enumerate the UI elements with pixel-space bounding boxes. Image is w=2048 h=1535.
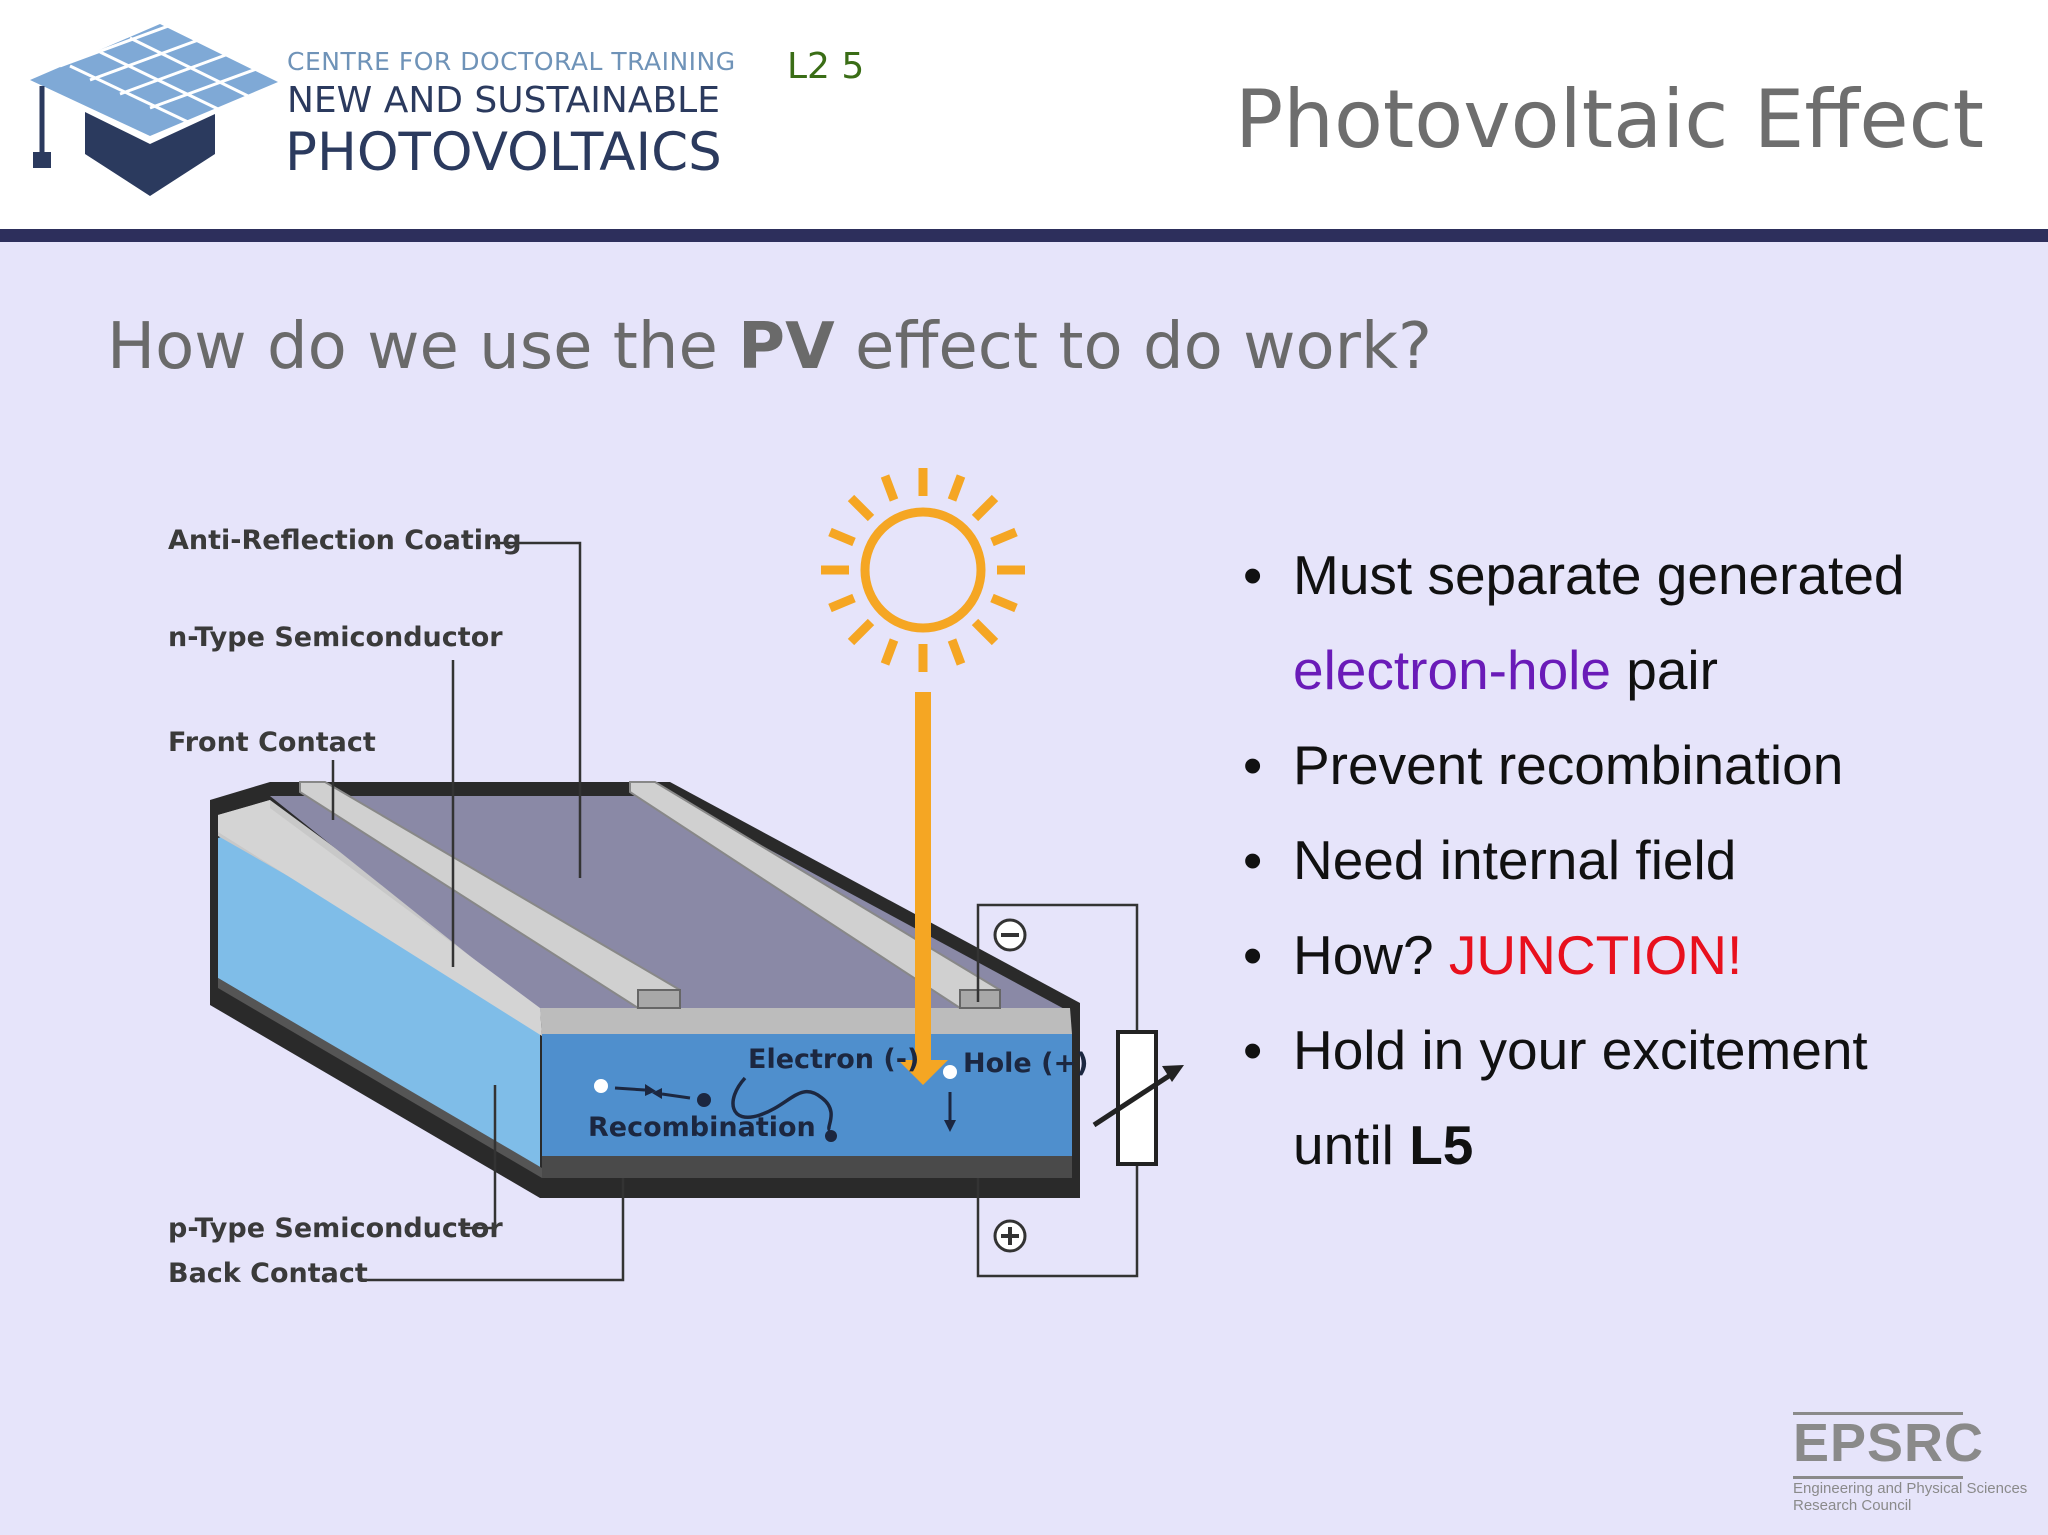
solar-panel-graduation-cap-icon — [30, 24, 278, 199]
hole-dot — [594, 1079, 608, 1093]
bullet-4-how: How? — [1293, 924, 1449, 986]
bullet-4-junction: JUNCTION! — [1449, 924, 1742, 986]
label-hole: Hole (+) — [963, 1048, 1088, 1079]
question-text-end: effect to do work? — [835, 310, 1432, 384]
header-divider — [0, 229, 2048, 242]
bullet-internal-field: Need internal field — [1243, 813, 2023, 908]
bullet-5-l5: L5 — [1409, 1114, 1473, 1176]
label-n-type-semiconductor: n-Type Semiconductor — [168, 622, 503, 653]
bullet-separate-pair: Must separate generated electron-hole pai… — [1243, 528, 2023, 718]
bullet-5-line1: Hold in your excitement — [1293, 1019, 1868, 1081]
bullet-hold-excitement: Hold in your excitement until L5 — [1243, 1003, 2023, 1193]
label-recombination: Recombination — [588, 1112, 816, 1143]
question-text-bold: PV — [738, 310, 834, 384]
logo-text-new-and-sustainable: NEW AND SUSTAINABLE — [287, 80, 720, 121]
variable-resistor-icon — [1094, 1032, 1184, 1164]
lecture-code: L2 5 — [787, 46, 864, 87]
epsrc-subtitle-line1: Engineering and Physical Sciences — [1793, 1480, 2027, 1497]
bullet-1-electron-hole: electron-hole — [1293, 639, 1611, 701]
minus-terminal-icon — [995, 920, 1025, 950]
logo-text-centre: CENTRE FOR DOCTORAL TRAINING — [287, 47, 736, 76]
bullet-1-pair: pair — [1611, 639, 1718, 701]
sun-icon — [821, 468, 1025, 672]
slide-question: How do we use the PV effect to do work? — [107, 310, 1432, 384]
label-back-contact: Back Contact — [168, 1258, 368, 1289]
label-anti-reflection-coating: Anti-Reflection Coating — [168, 525, 522, 556]
bullet-junction: How? JUNCTION! — [1243, 908, 2023, 1003]
logo-text-photovoltaics: PHOTOVOLTAICS — [285, 122, 722, 183]
solar-cell-diagram: Anti-Reflection Coating n-Type Semicondu… — [150, 460, 1190, 1300]
free-hole-dot — [943, 1065, 957, 1079]
bullet-prevent-recombination: Prevent recombination — [1243, 718, 2023, 813]
slide-header: CENTRE FOR DOCTORAL TRAINING NEW AND SUS… — [0, 0, 2048, 229]
question-text-start: How do we use the — [107, 310, 738, 384]
electron-dot — [697, 1093, 711, 1107]
epsrc-subtitle-line2: Research Council — [1793, 1497, 1911, 1514]
label-p-type-semiconductor: p-Type Semiconductor — [168, 1213, 503, 1244]
slide-title: Photovoltaic Effect — [1235, 73, 1984, 166]
label-front-contact: Front Contact — [168, 727, 376, 758]
bullet-5-until: until — [1293, 1114, 1409, 1176]
epsrc-wordmark: EPSRC — [1793, 1416, 1984, 1470]
plus-terminal-icon — [995, 1221, 1025, 1251]
bullet-list: Must separate generated electron-hole pai… — [1243, 528, 2023, 1193]
light-ray — [915, 692, 931, 1062]
label-electron: Electron (-) — [748, 1044, 919, 1075]
bullet-1-line1: Must separate generated — [1293, 544, 1905, 606]
epsrc-bottom-rule — [1793, 1476, 1963, 1479]
